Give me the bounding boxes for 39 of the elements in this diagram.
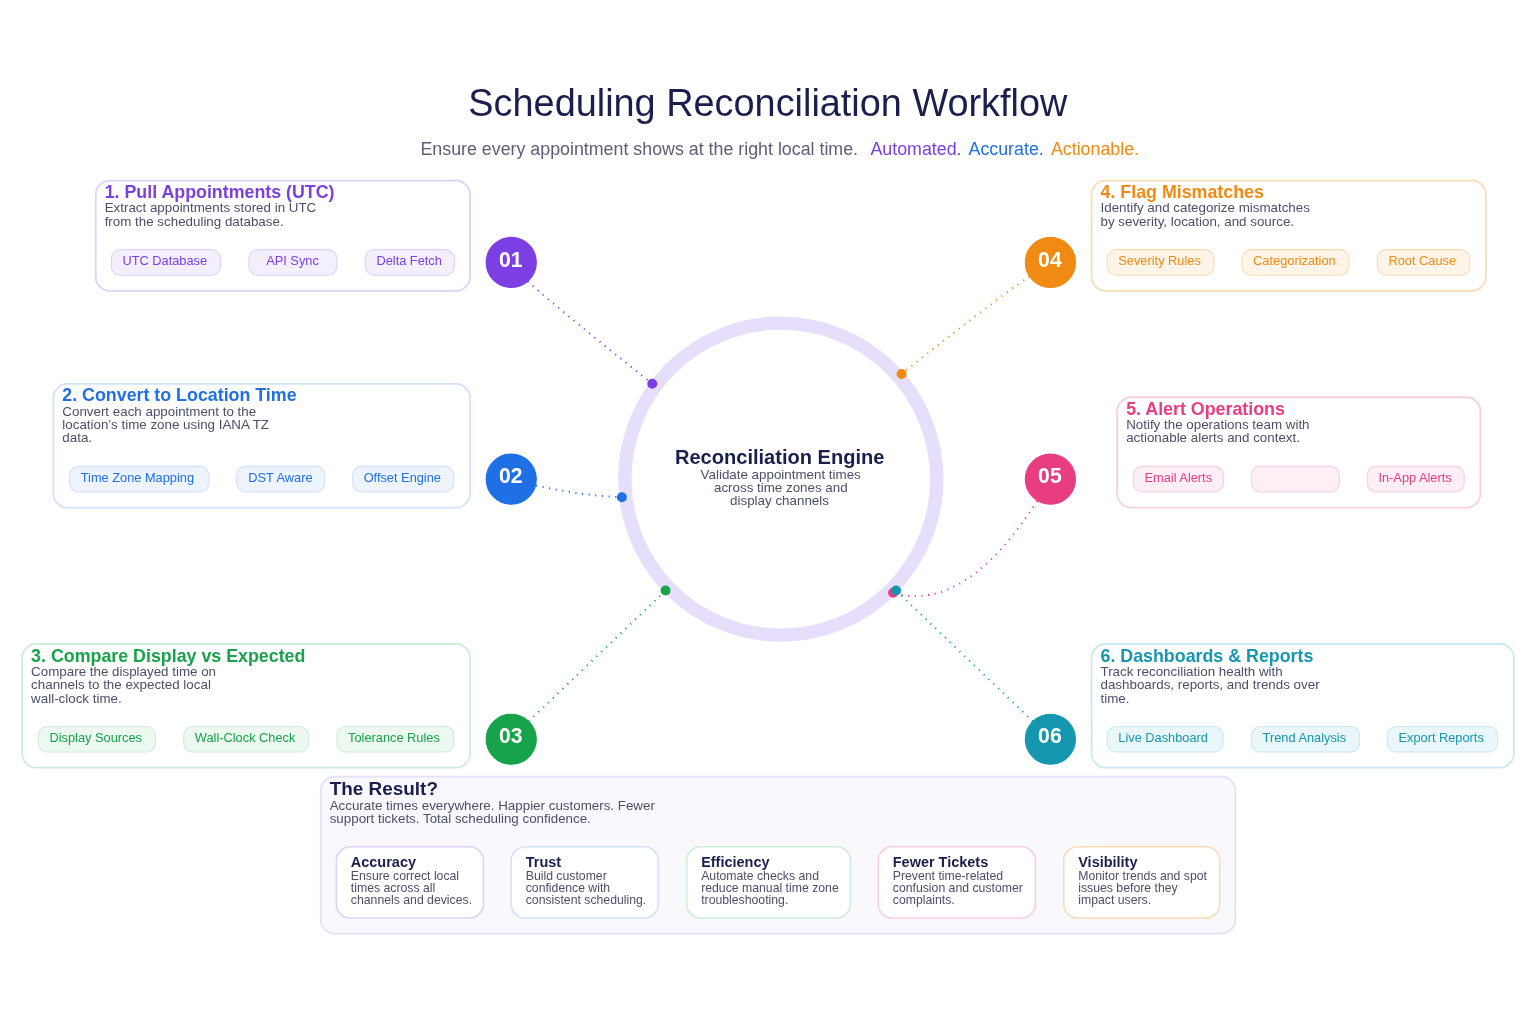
node-circle: 05 [1024, 453, 1076, 505]
node-box: Live Dashboard [1106, 725, 1224, 753]
node-circle: 01 [485, 236, 537, 289]
node-box: Wall-Clock Check [183, 725, 310, 753]
node-box: Offset Engine [351, 465, 455, 493]
connector [535, 484, 627, 503]
node-box: Trend Analysis [1250, 725, 1361, 753]
node-circle: 03 [485, 713, 537, 765]
connector [896, 275, 1030, 379]
node-box: Delta Fetch [364, 249, 455, 276]
node-box: DST Aware [236, 465, 326, 493]
label: Accurate. [968, 138, 1044, 159]
node-box: Efficiency Automate checks and reduce manual time zone troubleshooting. [685, 845, 852, 919]
node-box: In-App Alerts [1366, 465, 1465, 493]
connector [528, 585, 671, 722]
label: Automated. [870, 138, 962, 159]
node-box: Time Zone Mapping [69, 465, 210, 493]
node-box: Accuracy Ensure correct local times across all channels and devices. [335, 845, 485, 919]
node-box: Categorization [1241, 249, 1350, 276]
node-box: Trust Build customer confidence with consistent scheduling. [510, 845, 660, 919]
node-box: UTC Database [110, 249, 222, 276]
node-box: Severity Rules [1106, 249, 1215, 276]
node-box: Display Sources [37, 725, 156, 753]
diagram-title: Scheduling Reconciliation Workflow [468, 82, 1068, 125]
label: Actionable. [1050, 138, 1140, 159]
node-box: Export Reports [1386, 725, 1499, 753]
node-box: Visibility Monitor trends and spot issues before they impact users. [1062, 845, 1221, 919]
node-circle: 04 [1024, 236, 1076, 289]
node-box: Fewer Tickets Prevent time-related confusion and customer complaints. [877, 845, 1037, 919]
node-box: API Sync [248, 249, 338, 276]
connector [527, 280, 658, 389]
connector [891, 585, 1034, 722]
node-box: Email Alerts [1132, 465, 1225, 493]
node-box: Root Cause [1376, 249, 1471, 276]
node-circle: 02 [485, 453, 537, 505]
label: Ensure every appointment shows at the right local time. [420, 138, 859, 159]
node-circle: 06 [1024, 713, 1076, 765]
node-box: Tolerance Rules [336, 725, 455, 753]
node-box [1250, 465, 1340, 493]
